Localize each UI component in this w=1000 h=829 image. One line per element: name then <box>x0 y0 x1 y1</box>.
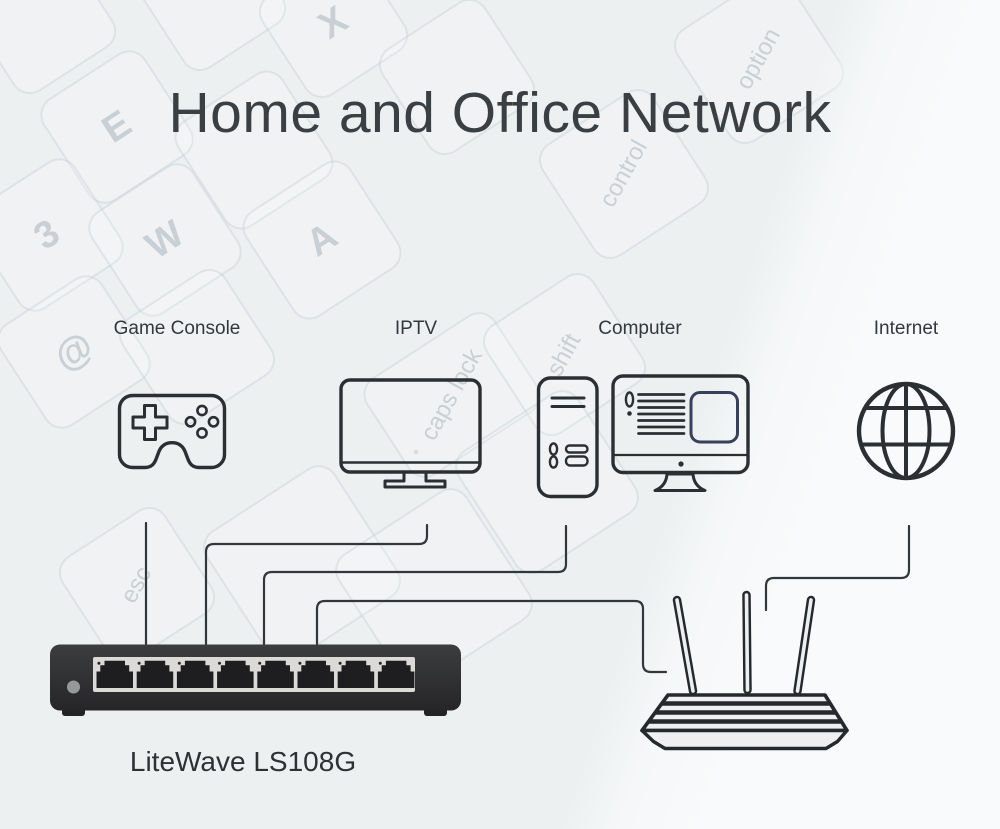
cable-iptv-to-switch <box>204 523 429 646</box>
rj45-port <box>176 660 214 688</box>
switch-port-panel <box>93 657 415 692</box>
rj45-port <box>297 660 334 688</box>
label-game-console: Game Console <box>113 318 241 339</box>
monitor-text-lines <box>637 393 686 435</box>
port-led <box>177 661 181 665</box>
port-led <box>338 661 342 665</box>
internet-globe-icon <box>856 381 956 481</box>
label-computer: Computer <box>598 318 682 339</box>
rj45-port <box>257 660 294 688</box>
rj45-port <box>136 660 174 688</box>
router-antennas <box>672 590 816 696</box>
cable-internet-to-router <box>764 524 911 612</box>
switch-device <box>50 644 461 716</box>
iptv-icon <box>339 378 482 489</box>
router-base <box>640 728 849 751</box>
switch-model-label: LiteWave LS108G <box>129 746 357 777</box>
label-iptv: IPTV <box>394 318 438 339</box>
switch-ports <box>96 660 415 688</box>
router-stripes <box>642 701 847 724</box>
console-buttons <box>184 404 220 439</box>
rj45-port <box>337 660 375 688</box>
rj45-port <box>377 660 415 688</box>
rj45-port <box>217 660 254 688</box>
computer-tower-icon <box>536 376 599 499</box>
port-led <box>218 661 221 665</box>
port-led <box>137 661 141 665</box>
game-console-icon <box>117 393 227 470</box>
rj45-port <box>96 660 133 688</box>
port-led <box>298 661 302 665</box>
dpad-icon <box>131 404 169 441</box>
port-led <box>97 661 101 665</box>
cable-lines <box>144 521 911 674</box>
cable-computer-to-switch <box>262 524 568 646</box>
cable-switch-to-router <box>315 599 668 674</box>
label-internet: Internet <box>873 318 939 339</box>
page-title: Home and Office Network <box>168 81 832 145</box>
port-led <box>258 661 262 665</box>
port-led <box>378 661 382 665</box>
router-device <box>640 590 849 751</box>
switch-power-led <box>67 680 80 694</box>
computer-monitor-icon <box>611 374 750 492</box>
